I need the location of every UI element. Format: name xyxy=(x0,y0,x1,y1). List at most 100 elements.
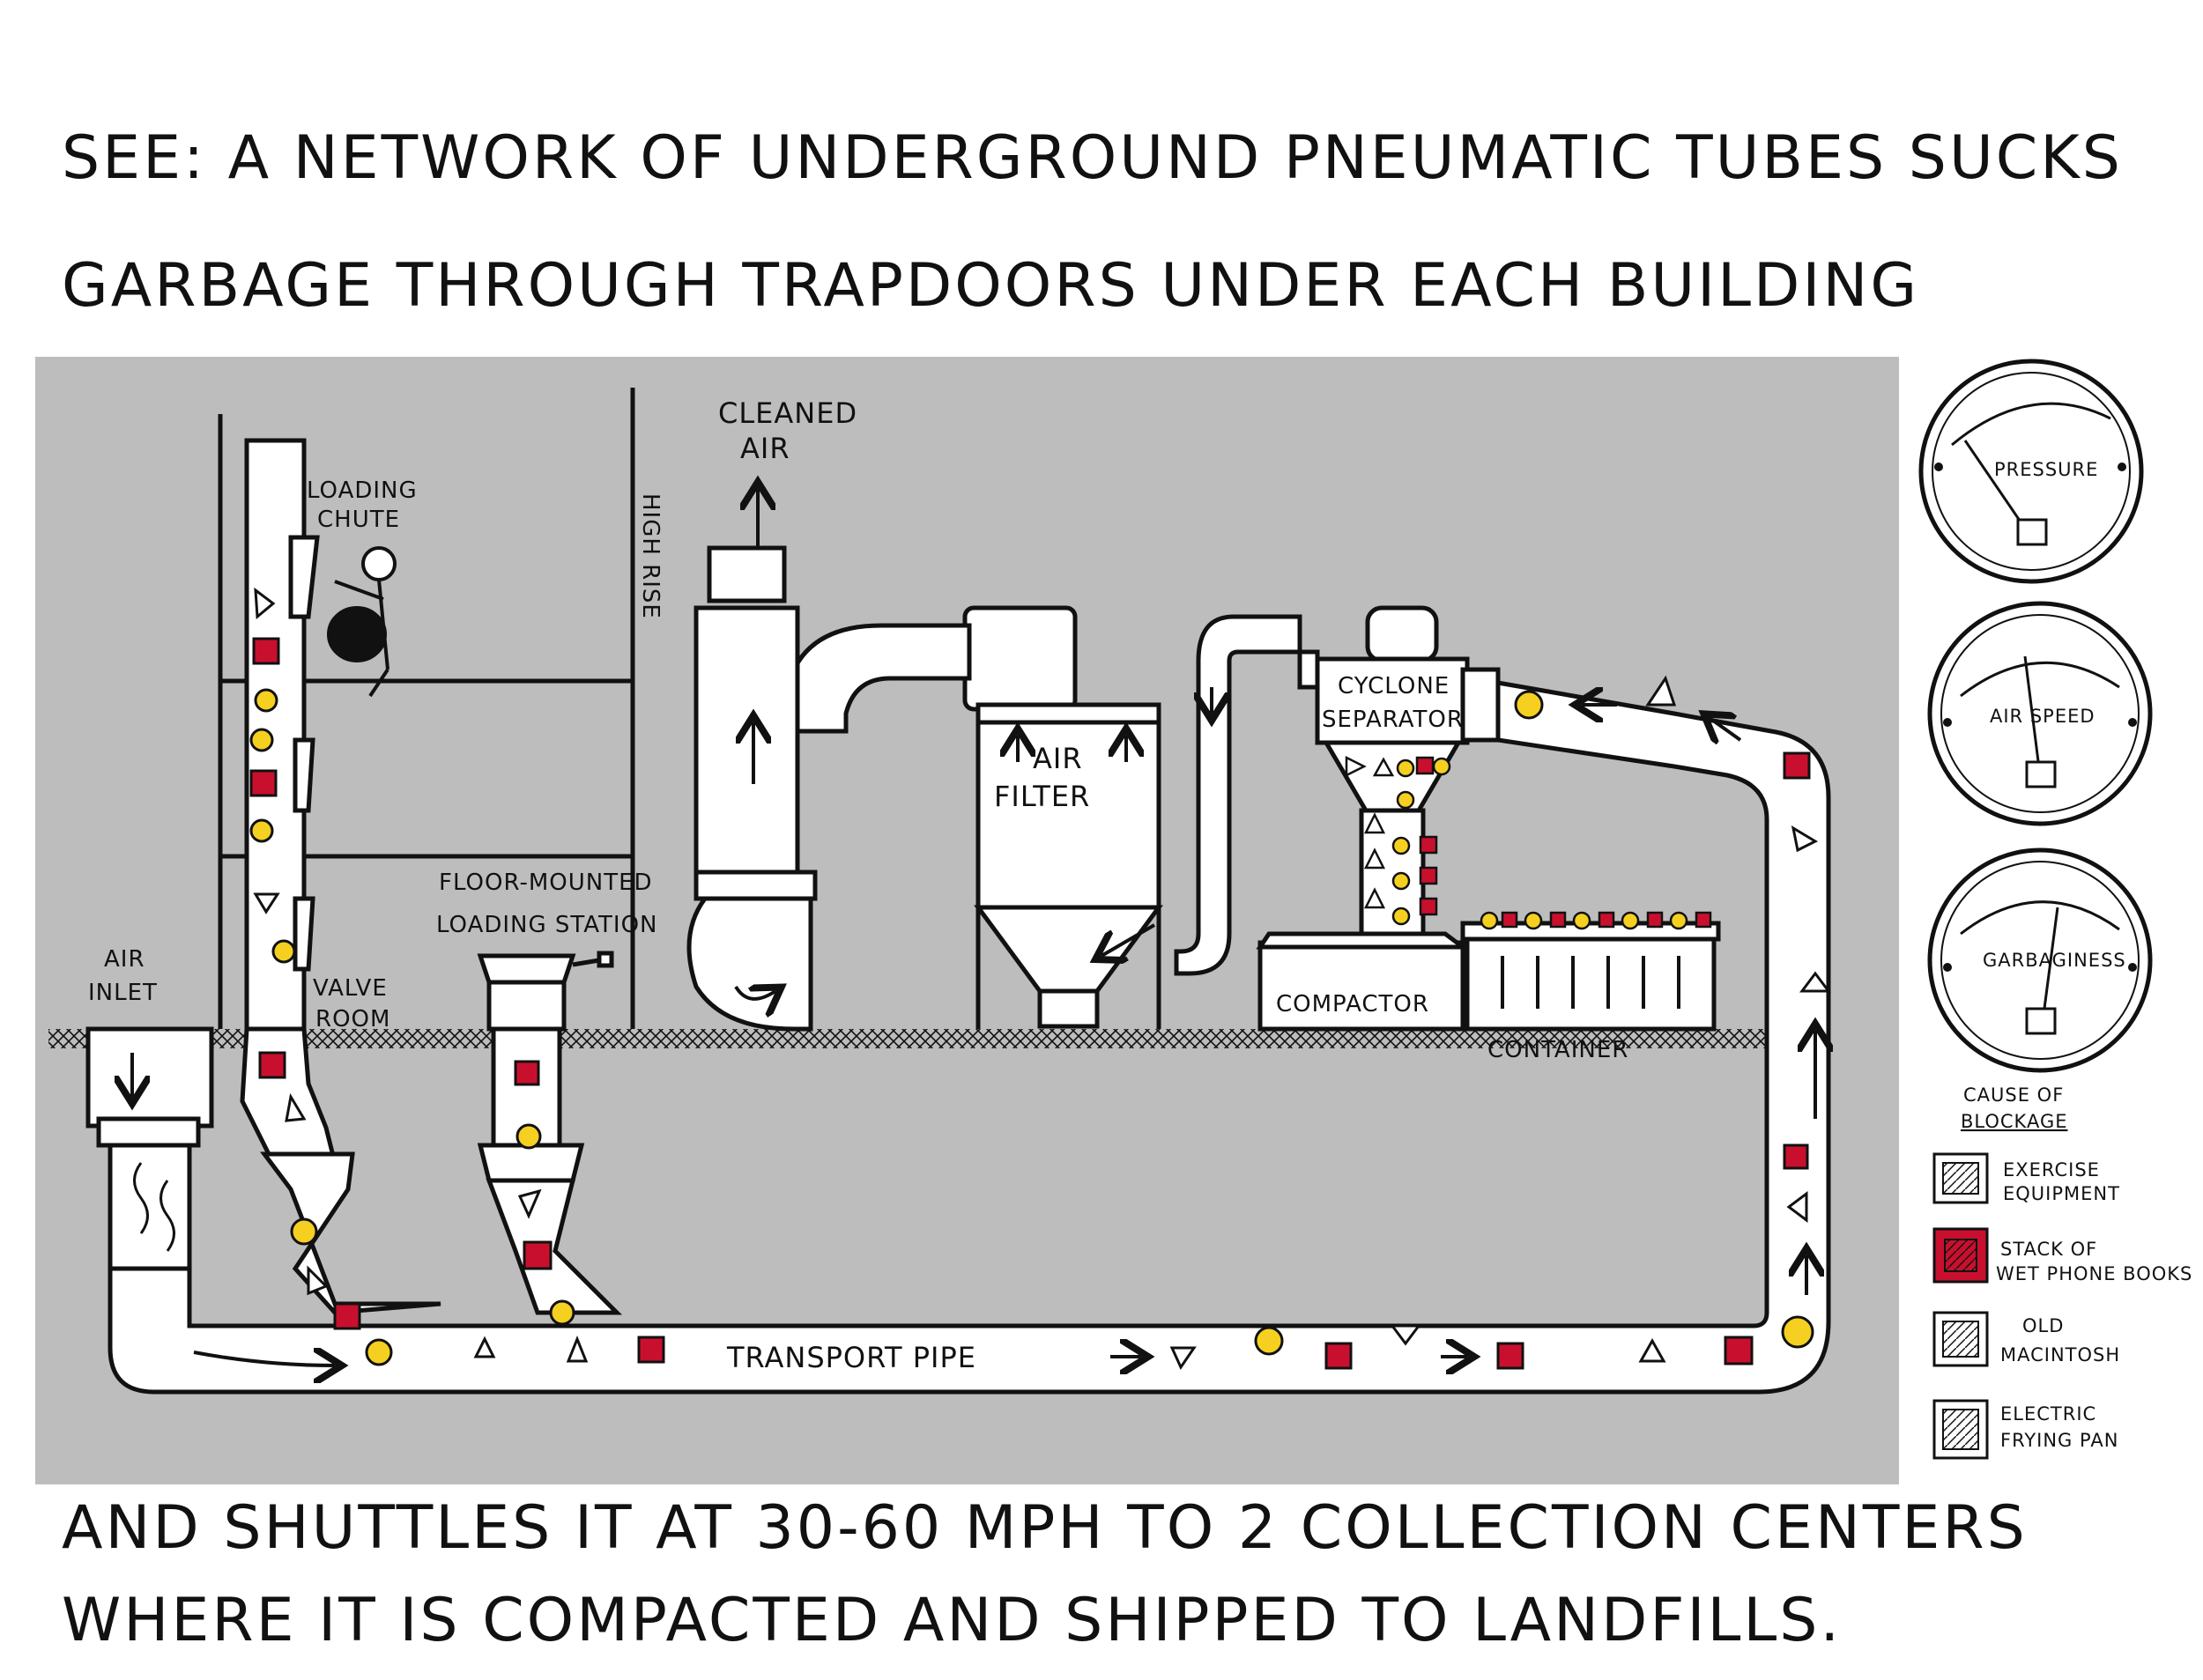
garbage-triangle xyxy=(285,1092,307,1122)
garbage-triangle xyxy=(253,892,280,914)
garbage-square xyxy=(1724,1336,1754,1365)
garbage-triangle xyxy=(1799,971,1831,993)
label-loading-chute-1: LOADING xyxy=(307,477,418,504)
garbage-square xyxy=(1501,911,1518,929)
caption-top-line-1: SEE: A NETWORK OF UNDERGROUND PNEUMATIC … xyxy=(62,123,2123,193)
legend-label: ELECTRIC xyxy=(2000,1403,2096,1425)
garbage-circle xyxy=(1396,759,1415,778)
garbage-square xyxy=(1783,751,1811,780)
garbage-circle xyxy=(1391,871,1411,891)
garbage-square xyxy=(258,1051,286,1079)
caption-top-line-2: GARBAGE THROUGH TRAPDOORS UNDER EACH BUI… xyxy=(62,251,1920,321)
legend-title-1: CAUSE OF xyxy=(1963,1084,2064,1106)
garbage-circle xyxy=(1432,757,1451,776)
garbage-circle xyxy=(1391,907,1411,926)
air-speed-gauge: AIR SPEED xyxy=(1927,601,2153,826)
legend-label: OLD xyxy=(2022,1315,2064,1336)
pressure-gauge-label: PRESSURE xyxy=(1994,459,2098,480)
garbage-square xyxy=(252,637,280,665)
garbage-circle xyxy=(1254,1326,1284,1356)
garbage-triangle xyxy=(1169,1346,1197,1371)
garbage-square xyxy=(1419,866,1438,885)
legend-item-wet-phone-books: STACK OF WET PHONE BOOKS xyxy=(1932,1227,2192,1284)
garbage-circle xyxy=(1621,911,1640,930)
exhaust-fan xyxy=(686,545,818,1032)
caption-bottom-line-2: WHERE IT IS COMPACTED AND SHIPPED TO LAN… xyxy=(62,1586,1843,1655)
label-floor-station-1: FLOOR-MOUNTED xyxy=(439,870,653,896)
label-transport-pipe: TRANSPORT PIPE xyxy=(726,1341,976,1374)
garbage-circle xyxy=(1480,911,1499,930)
garbage-circle xyxy=(254,688,278,713)
legend-label: STACK OF xyxy=(2000,1239,2097,1260)
garbaginess-gauge-label: GARBAGINESS xyxy=(1983,950,2126,971)
garbage-square xyxy=(1415,756,1435,775)
garbage-square xyxy=(1496,1342,1524,1370)
legend-label: MACINTOSH xyxy=(2000,1344,2120,1365)
garbage-circle xyxy=(365,1338,393,1366)
garbage-square xyxy=(1695,911,1712,929)
garbage-square xyxy=(637,1336,665,1364)
transport-pipe xyxy=(108,680,1831,1395)
garbage-circle xyxy=(271,939,296,964)
legend-label: EXERCISE xyxy=(2003,1159,2100,1180)
garbage-triangle xyxy=(1345,755,1367,778)
garbage-square xyxy=(1646,911,1664,929)
floor-loading-station xyxy=(477,951,623,1315)
label-high-rise: HIGH RISE xyxy=(637,493,664,619)
person-figure xyxy=(327,546,397,698)
garbage-triangle xyxy=(1786,1191,1808,1223)
garbage-circle xyxy=(290,1217,318,1246)
garbage-circle xyxy=(249,818,274,843)
garbage-triangle xyxy=(517,1188,542,1219)
label-air-inlet-1: AIR xyxy=(104,946,145,973)
label-valve-room-1: VALVE xyxy=(313,975,388,1002)
garbage-circle xyxy=(1514,690,1544,720)
label-valve-room-2: ROOM xyxy=(315,1006,390,1032)
container xyxy=(1460,921,1721,1032)
garbage-square xyxy=(523,1240,553,1270)
air-speed-gauge-label: AIR SPEED xyxy=(1990,706,2095,727)
garbage-triangle xyxy=(1372,757,1395,777)
label-container: CONTAINER xyxy=(1487,1037,1628,1063)
garbage-circle xyxy=(1572,911,1591,930)
label-air-filter-2: FILTER xyxy=(994,780,1090,813)
garbage-triangle xyxy=(1390,1324,1421,1346)
garbage-square xyxy=(514,1060,540,1086)
label-compactor: COMPACTOR xyxy=(1276,991,1429,1018)
garbage-triangle xyxy=(566,1335,589,1363)
garbage-square xyxy=(1419,897,1438,916)
legend-item-electric-frying-pan: ELECTRIC FRYING PAN xyxy=(1932,1399,2118,1460)
garbage-triangle xyxy=(1645,675,1677,707)
legend-item-exercise-equipment: EXERCISE EQUIPMENT xyxy=(1932,1152,2119,1204)
garbage-triangle xyxy=(254,587,276,620)
garbage-circle xyxy=(1781,1315,1814,1349)
garbage-circle xyxy=(1669,911,1688,930)
air-filter xyxy=(962,605,1163,1029)
garbage-triangle xyxy=(1363,887,1386,909)
diagram-panel xyxy=(35,357,1899,1484)
garbage-square xyxy=(1598,911,1615,929)
garbage-circle xyxy=(249,728,274,752)
garbage-circle xyxy=(1524,911,1543,930)
garbage-items xyxy=(249,587,1831,1371)
air-swirl-lines xyxy=(133,1162,175,1252)
caption-bottom-line-1: AND SHUTTLES IT AT 30-60 MPH TO 2 COLLEC… xyxy=(62,1493,2028,1563)
cyclone-separator xyxy=(1315,605,1501,945)
garbage-triangle xyxy=(307,1265,329,1296)
legend-label: FRYING PAN xyxy=(2000,1430,2118,1451)
garbage-square xyxy=(1549,911,1567,929)
garbage-triangle xyxy=(1363,847,1386,870)
garbaginess-gauge: GARBAGINESS xyxy=(1927,847,2153,1073)
container-slats xyxy=(1501,956,1680,1009)
label-cyclone-2: SEPARATOR xyxy=(1322,707,1464,733)
garbage-square xyxy=(333,1302,361,1330)
label-cyclone-1: CYCLONE xyxy=(1338,673,1450,699)
label-loading-chute-2: CHUTE xyxy=(317,507,400,533)
garbage-circle xyxy=(549,1299,575,1326)
label-cleaned-air-2: AIR xyxy=(740,432,790,465)
garbage-square xyxy=(1419,835,1438,855)
garbage-square xyxy=(249,769,278,797)
garbage-triangle xyxy=(1363,812,1386,834)
garbage-square xyxy=(1324,1342,1353,1370)
